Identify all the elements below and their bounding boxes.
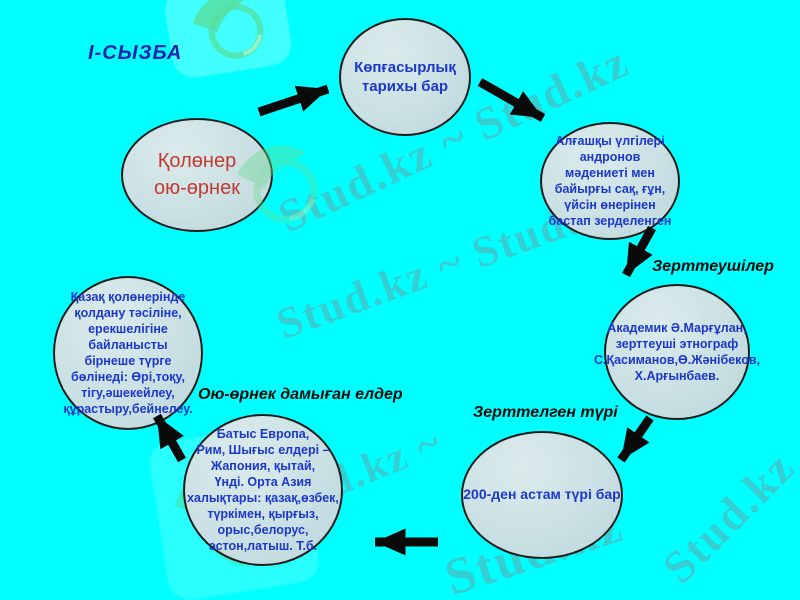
node-text: 200-ден астам түрі бар <box>463 486 621 503</box>
node-kazakh-craft: Қазақ қолөнерінде қолдану тәсіліне, ерек… <box>53 276 203 430</box>
node-kinds: 200-ден астам түрі бар <box>461 431 623 559</box>
flow-arrow <box>477 78 546 122</box>
node-text: Академик Ә.Марғұлан, зерттеуші этнограф … <box>593 321 761 383</box>
watermark-text: Stud.kz <box>652 441 800 593</box>
node-craft-ornament: Қолөнер ою-өрнек <box>121 118 273 232</box>
label-countries: Ою-өрнек дамыған елдер <box>198 386 403 403</box>
node-origins: Алғашқы үлгілері андронов мәдениеті мен … <box>540 122 680 240</box>
label-researchers: Зерттеушілер <box>652 258 774 275</box>
label-studied-kind: Зерттелген түрі <box>473 404 618 421</box>
node-history: Көпғасырлық тарихы бар <box>339 18 471 136</box>
node-text: Көпғасырлық тарихы бар <box>354 58 456 95</box>
flow-arrow <box>257 84 330 117</box>
swirl-leaf-icon <box>192 0 264 59</box>
slide-title: І-СЫЗБА <box>88 42 183 64</box>
node-text: Алғашқы үлгілері андронов мәдениеті мен … <box>548 134 672 228</box>
studkz-logo-icon <box>161 0 295 81</box>
flow-arrow <box>617 415 654 463</box>
node-text: Батыс Европа, Рим, Шығыс елдері – Жапони… <box>187 427 339 553</box>
node-researchers: Академик Ә.Марғұлан, зерттеуші этнограф … <box>594 284 760 420</box>
node-text: Қолөнер ою-өрнек <box>154 150 240 199</box>
node-countries: Батыс Европа, Рим, Шығыс елдері – Жапони… <box>183 414 343 566</box>
node-text: Қазақ қолөнерінде қолдану тәсіліне, ерек… <box>63 290 193 416</box>
flow-arrow <box>153 413 186 463</box>
